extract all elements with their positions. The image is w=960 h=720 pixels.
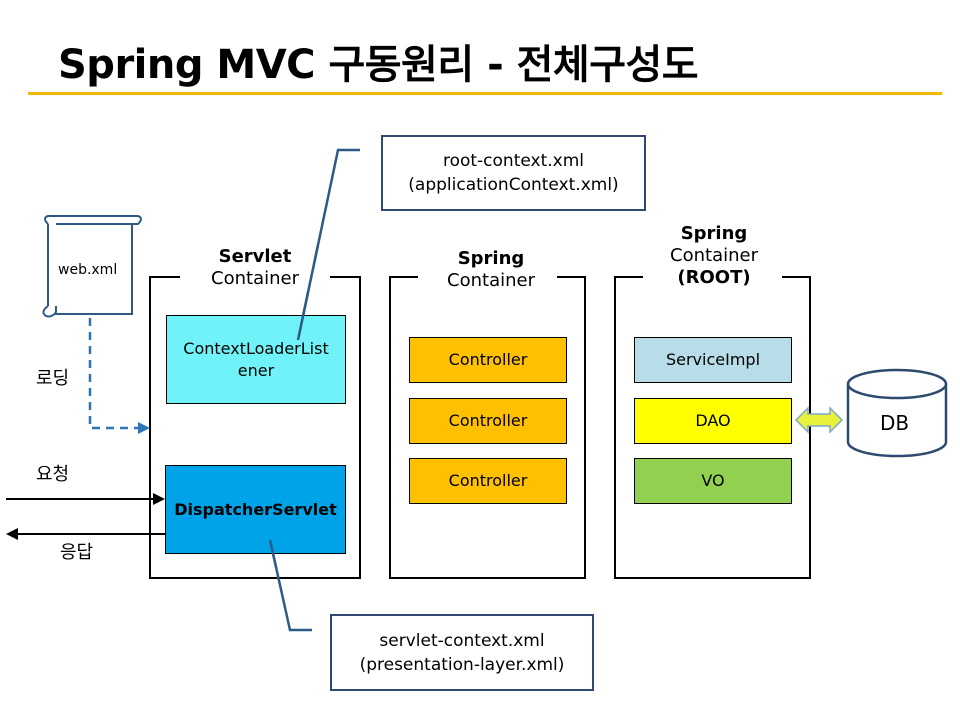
root-context-note-line2: (applicationContext.xml) [408, 175, 619, 195]
request-label: 요청 [36, 464, 70, 485]
root-container-label-bold: Spring [680, 223, 748, 244]
servlet-container-label-normal: Container [211, 268, 299, 289]
root-container-label-bold2: (ROOT) [677, 267, 751, 288]
loading-arrow-line [88, 318, 140, 430]
response-label: 응답 [60, 542, 94, 563]
vo-box: VO [634, 458, 792, 504]
dispatcher-servlet-box: DispatcherServlet [165, 465, 346, 554]
scroll-icon [42, 215, 142, 318]
service-impl-label: ServiceImpl [665, 350, 761, 369]
servlet-context-note: servlet-context.xml (presentation-layer.… [330, 614, 594, 691]
context-loader-listener-box: ContextLoaderList ener [166, 315, 346, 404]
controller-box-2: Controller [409, 398, 567, 444]
controller-label-3: Controller [448, 471, 528, 490]
dao-label: DAO [695, 411, 731, 430]
vo-label: VO [701, 471, 725, 490]
controller-label-1: Controller [448, 350, 528, 369]
context-loader-listener-line2: ener [237, 360, 275, 380]
controller-box-1: Controller [409, 337, 567, 383]
loading-label: 로딩 [36, 368, 70, 389]
root-context-note: root-context.xml (applicationContext.xml… [381, 135, 646, 211]
servlet-container-label: Servlet Container [196, 246, 314, 290]
db-label: DB [880, 411, 910, 435]
service-impl-box: ServiceImpl [634, 337, 792, 383]
spring-container-label-bold: Spring [457, 248, 525, 269]
response-arrowhead [6, 528, 18, 540]
root-context-note-line1: root-context.xml [442, 151, 585, 171]
controller-box-3: Controller [409, 458, 567, 504]
title-underline [28, 92, 942, 95]
webxml-label: web.xml [58, 262, 118, 278]
dao-box: DAO [634, 398, 792, 444]
dispatcher-servlet-label: DispatcherServlet [174, 499, 337, 519]
spring-container-label-normal: Container [447, 270, 535, 291]
root-container-label-normal: Container [670, 245, 758, 266]
context-loader-listener-line1: ContextLoaderList [183, 338, 329, 358]
dao-db-double-arrow [794, 406, 844, 434]
spring-container-frame [389, 276, 586, 579]
servlet-context-note-line2: (presentation-layer.xml) [359, 654, 565, 675]
database-icon [846, 368, 948, 458]
loading-arrowhead [138, 422, 150, 434]
controller-label-2: Controller [448, 411, 528, 430]
root-context-callout [296, 148, 360, 341]
servlet-container-frame [149, 276, 361, 579]
servlet-context-callout [268, 539, 312, 632]
servlet-container-label-bold: Servlet [218, 246, 292, 267]
servlet-context-note-line1: servlet-context.xml [379, 630, 545, 651]
request-arrowhead [153, 493, 165, 505]
page-title: Spring MVC 구동원리 - 전체구성도 [58, 42, 699, 88]
root-container-label: Spring Container (ROOT) [655, 223, 773, 289]
spring-container-label: Spring Container [432, 248, 550, 292]
root-container-frame [614, 276, 811, 579]
